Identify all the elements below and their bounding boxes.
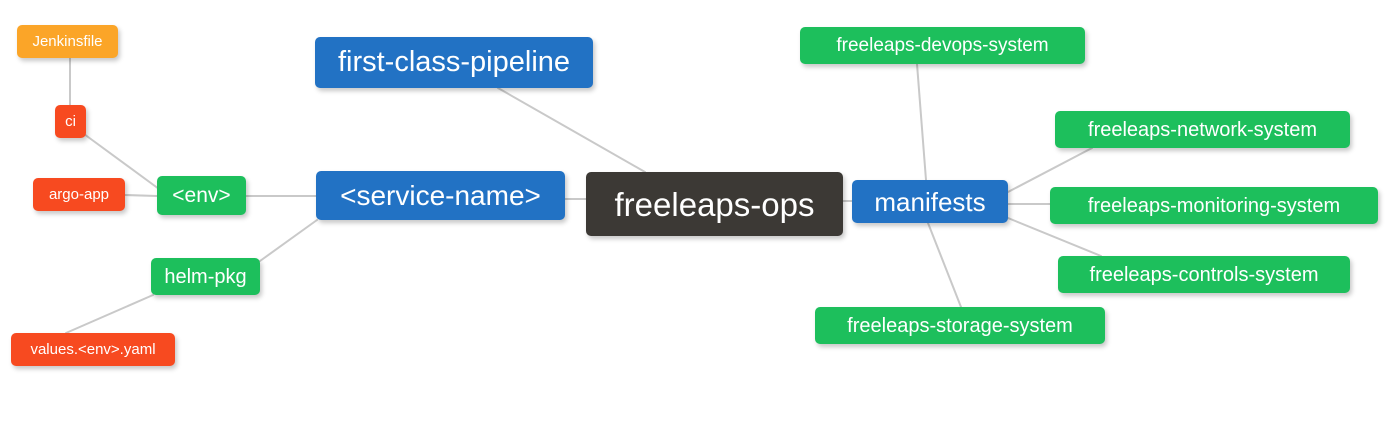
node-jenkinsfile[interactable]: Jenkinsfile [17, 25, 118, 58]
node-helm-pkg[interactable]: helm-pkg [151, 258, 260, 295]
node-label-manifests: manifests [874, 186, 986, 217]
node-first-class-pipeline[interactable]: first-class-pipeline [315, 37, 593, 88]
node-label-first-class-pipeline: first-class-pipeline [337, 46, 571, 78]
edge-argo-app-env [124, 194, 158, 197]
node-env[interactable]: <env> [157, 176, 246, 215]
node-freeleaps-controls-system[interactable]: freeleaps-controls-system [1058, 256, 1350, 293]
node-argo-app[interactable]: argo-app [33, 178, 125, 211]
node-freeleaps-devops-system[interactable]: freeleaps-devops-system [800, 27, 1085, 64]
node-ci[interactable]: ci [55, 105, 86, 138]
node-label-freeleaps-storage-system: freeleaps-storage-system [847, 314, 1073, 337]
node-label-freeleaps-controls-system: freeleaps-controls-system [1089, 263, 1319, 286]
node-manifests[interactable]: manifests [852, 180, 1008, 223]
node-label-values-yaml: values.<env>.yaml [30, 341, 156, 358]
node-freeleaps-ops[interactable]: freeleaps-ops [586, 172, 843, 236]
node-label-jenkinsfile: Jenkinsfile [32, 33, 103, 50]
edge-manifests-storage [927, 222, 962, 308]
edge-manifests-network [1007, 147, 1093, 193]
node-label-argo-app: argo-app [48, 186, 110, 203]
node-freeleaps-storage-system[interactable]: freeleaps-storage-system [815, 307, 1105, 344]
node-label-helm-pkg: helm-pkg [164, 265, 247, 288]
node-label-ci: ci [65, 113, 76, 130]
edge-service-name-helm-pkg [259, 219, 318, 262]
node-label-env: <env> [172, 184, 231, 207]
node-label-freeleaps-ops: freeleaps-ops [614, 185, 815, 223]
edge-helm-pkg-values-yaml [65, 294, 154, 334]
node-service-name[interactable]: <service-name> [316, 171, 565, 220]
node-label-freeleaps-devops-system: freeleaps-devops-system [836, 35, 1049, 56]
node-label-freeleaps-network-system: freeleaps-network-system [1088, 118, 1317, 141]
node-values-yaml[interactable]: values.<env>.yaml [11, 333, 175, 366]
node-label-service-name: <service-name> [340, 179, 541, 211]
node-freeleaps-monitoring-system[interactable]: freeleaps-monitoring-system [1050, 187, 1378, 224]
edge-manifests-devops [916, 63, 927, 181]
edge-first-class-pipeline-ops [497, 87, 646, 173]
node-freeleaps-network-system[interactable]: freeleaps-network-system [1055, 111, 1350, 148]
node-label-freeleaps-monitoring-system: freeleaps-monitoring-system [1087, 194, 1341, 217]
